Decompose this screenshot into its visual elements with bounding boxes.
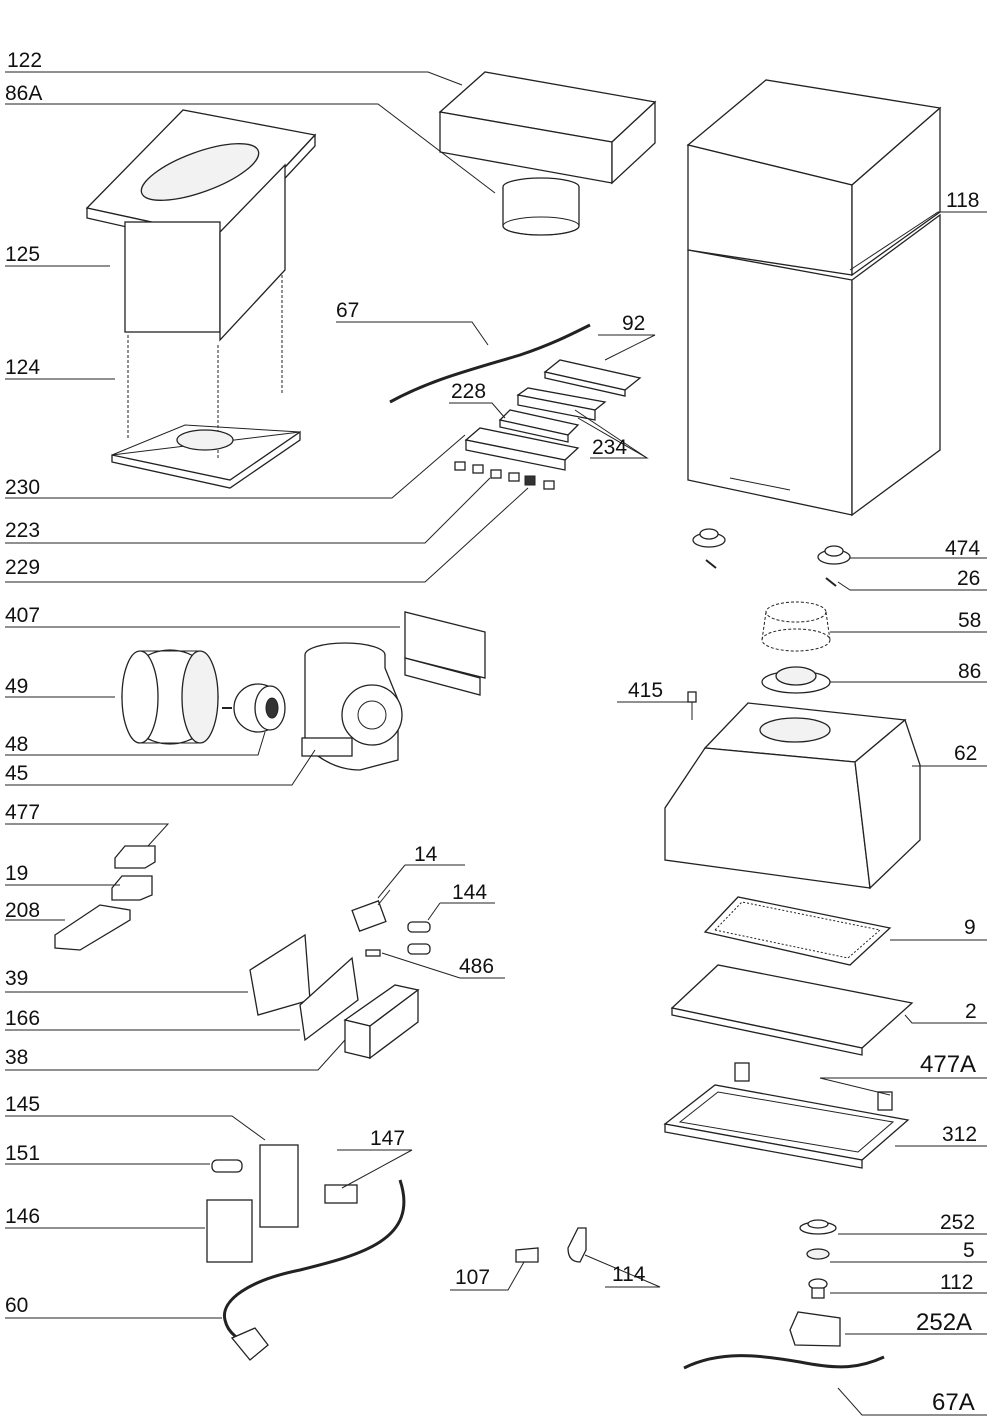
part-38-electronics-box: [343, 984, 420, 1060]
part-166-circuit-board: [299, 956, 359, 1042]
part-151-spacer: [211, 1159, 243, 1173]
part-92-bracket: [543, 359, 642, 397]
part-228-switch-board: [498, 409, 580, 443]
part-86a-collar: [502, 177, 580, 236]
label-62: 62: [954, 742, 977, 765]
label-124: 124: [5, 356, 40, 379]
part-67a-hose: [683, 1354, 885, 1370]
part-114-clip: [567, 1227, 587, 1263]
label-252: 252: [940, 1211, 975, 1234]
label-2: 2: [965, 1000, 977, 1023]
label-234: 234: [592, 436, 627, 459]
label-49: 49: [5, 675, 28, 698]
part-252-lamp-set: [789, 1219, 841, 1347]
label-86a: 86A: [5, 82, 42, 105]
label-145: 145: [5, 1093, 40, 1116]
part-145-switch-block: [259, 1144, 299, 1228]
part-9-grease-filter: [703, 896, 892, 966]
label-223: 223: [5, 519, 40, 542]
label-151: 151: [5, 1142, 40, 1165]
label-92: 92: [622, 312, 645, 335]
label-146: 146: [5, 1205, 40, 1228]
label-19: 19: [5, 862, 28, 885]
part-147-terminal-block: [324, 1184, 358, 1204]
label-147: 147: [370, 1127, 405, 1150]
label-125: 125: [5, 243, 40, 266]
part-45-blower-housing: [301, 642, 403, 771]
part-477-cover: [114, 845, 156, 869]
label-208: 208: [5, 899, 40, 922]
part-19-holder: [111, 875, 153, 901]
label-166: 166: [5, 1007, 40, 1030]
label-229: 229: [5, 556, 40, 579]
part-118-chimney: [686, 79, 942, 517]
label-60: 60: [5, 1294, 28, 1317]
part-107-clip: [515, 1247, 539, 1263]
part-477a-bracket: [734, 1062, 893, 1111]
part-39-insulation-sheet: [249, 933, 311, 1016]
label-230: 230: [5, 476, 40, 499]
label-67a: 67A: [932, 1389, 975, 1416]
part-67-hose: [389, 323, 591, 404]
part-234-panel: [516, 387, 607, 421]
label-67: 67: [336, 299, 359, 322]
label-477a: 477A: [920, 1051, 976, 1078]
part-62-hood-body: [664, 702, 921, 890]
part-122-duct-box: [438, 71, 657, 185]
label-86: 86: [958, 660, 981, 683]
label-228: 228: [451, 380, 486, 403]
part-144-grommet: [407, 921, 431, 955]
label-252a: 252A: [916, 1309, 972, 1336]
part-146-terminal-cover: [206, 1199, 253, 1263]
label-112: 112: [940, 1271, 973, 1294]
part-14-capacitor: [351, 889, 391, 932]
part-312-glass-frame: [663, 1084, 910, 1169]
label-114: 114: [612, 1263, 646, 1286]
label-26: 26: [957, 567, 980, 590]
part-125-124-frame: [85, 109, 317, 489]
label-144: 144: [452, 881, 487, 904]
part-230-control-panel: [464, 427, 580, 471]
part-2-frame: [670, 964, 914, 1056]
part-60-power-cord: [222, 1179, 406, 1361]
label-14: 14: [414, 843, 438, 866]
label-9: 9: [964, 916, 976, 939]
label-38: 38: [5, 1046, 28, 1069]
label-45: 45: [5, 762, 28, 785]
label-474: 474: [945, 537, 980, 560]
label-107: 107: [455, 1266, 490, 1289]
part-26-screw: [705, 559, 837, 587]
label-486: 486: [459, 955, 494, 978]
part-49-fan-wheel: [121, 649, 219, 745]
label-39: 39: [5, 967, 28, 990]
part-486-pin: [365, 949, 381, 957]
part-48-motor: [222, 683, 286, 733]
part-86-damper: [761, 666, 831, 694]
part-407-bracket: [404, 611, 486, 696]
part-474-fitting: [692, 528, 851, 565]
label-407: 407: [5, 604, 40, 627]
label-415: 415: [628, 679, 663, 702]
label-48: 48: [5, 733, 28, 756]
label-58: 58: [958, 609, 981, 632]
label-122: 122: [7, 49, 42, 72]
label-118: 118: [946, 189, 979, 212]
leader-lines: [5, 71, 987, 1416]
part-58-ring: [761, 601, 831, 652]
label-312: 312: [942, 1123, 977, 1146]
label-5: 5: [963, 1239, 975, 1262]
part-208-ballast: [54, 904, 131, 951]
part-415-clip: [687, 691, 697, 720]
part-223-229-knobs: [454, 461, 555, 490]
label-477: 477: [5, 801, 40, 824]
